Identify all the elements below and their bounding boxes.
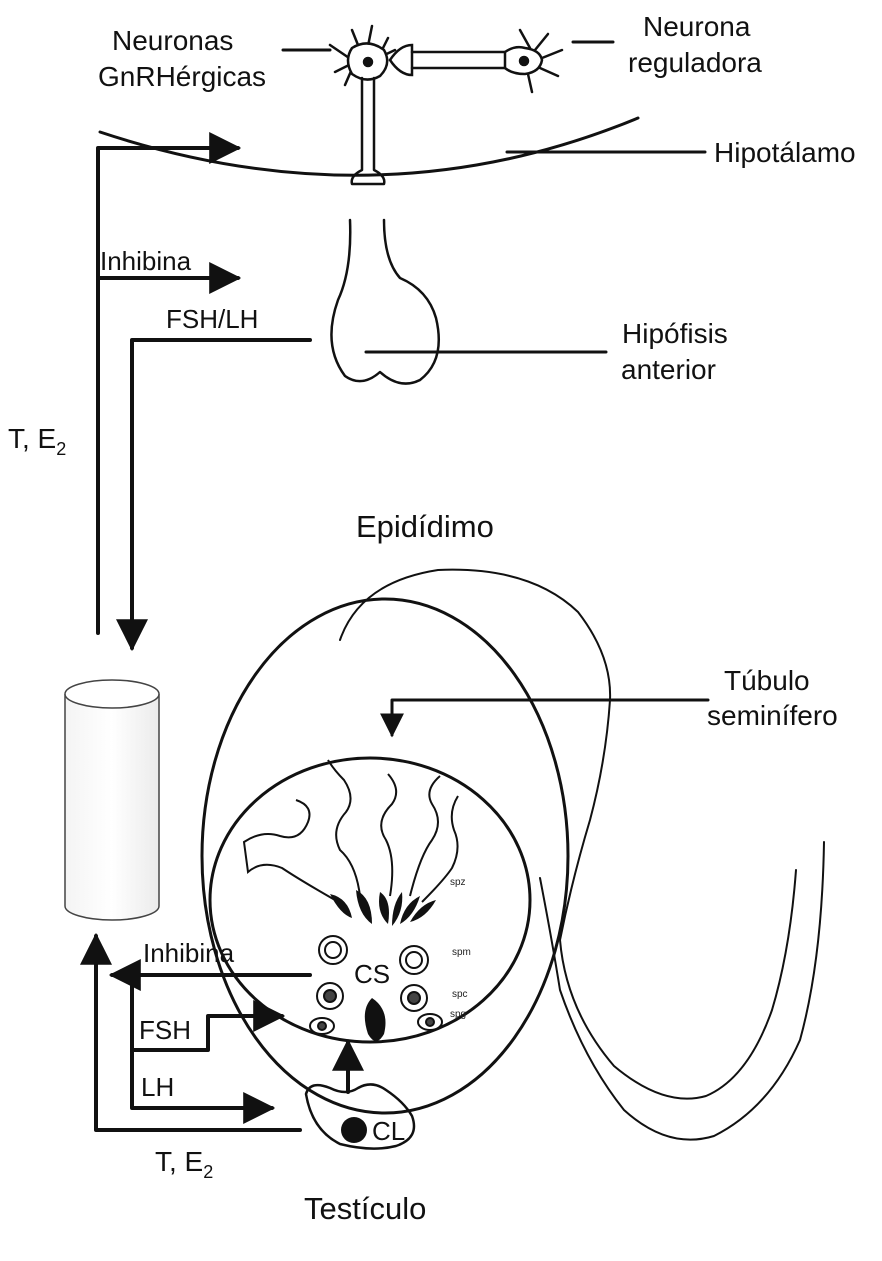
hipofisis-label-1: Hipófisis [622, 318, 728, 349]
t-e2-bottom-label: T, E2 [155, 1146, 213, 1182]
spz-label: spz [450, 877, 466, 888]
fsh-label: FSH [139, 1015, 191, 1045]
lh-label: LH [141, 1072, 174, 1102]
spg-label: spg [450, 1009, 466, 1020]
blood-vessel-cylinder [65, 680, 159, 920]
neuronas-label-2: GnRHérgicas [98, 61, 266, 92]
fsh-lh-label: FSH/LH [166, 304, 258, 334]
cl-label: CL [372, 1116, 405, 1146]
spermatozoa [244, 760, 458, 902]
neurona-reg-label-1: Neurona [643, 11, 751, 42]
neurona-reg-label-2: reguladora [628, 47, 762, 78]
epididimo-label: Epidídimo [356, 509, 494, 544]
feedback-arrows [98, 148, 310, 648]
epididymis [340, 570, 824, 1140]
anterior-pituitary [331, 220, 606, 384]
regulatory-neuron [505, 30, 562, 92]
sertoli-nucleus [365, 998, 386, 1041]
spm-label: spm [452, 947, 471, 958]
cs-label: CS [354, 959, 390, 989]
tubulo-label-1: Túbulo [724, 665, 810, 696]
neuronas-label-1: Neuronas [112, 25, 233, 56]
testis [202, 599, 568, 1113]
testiculo-label: Testículo [304, 1191, 426, 1226]
tubulo-label-2: seminífero [707, 700, 838, 731]
t-e2-left-label: T, E2 [8, 423, 66, 459]
inhibina-top-label: Inhibina [100, 246, 192, 276]
hipotalamo-label: Hipotálamo [714, 137, 856, 168]
spc-label: spc [452, 989, 468, 1000]
inhibina-bottom-label: Inhibina [143, 938, 235, 968]
gnrh-neuron [330, 26, 505, 184]
hipofisis-label-2: anterior [621, 354, 716, 385]
sperm-heads [330, 890, 436, 926]
